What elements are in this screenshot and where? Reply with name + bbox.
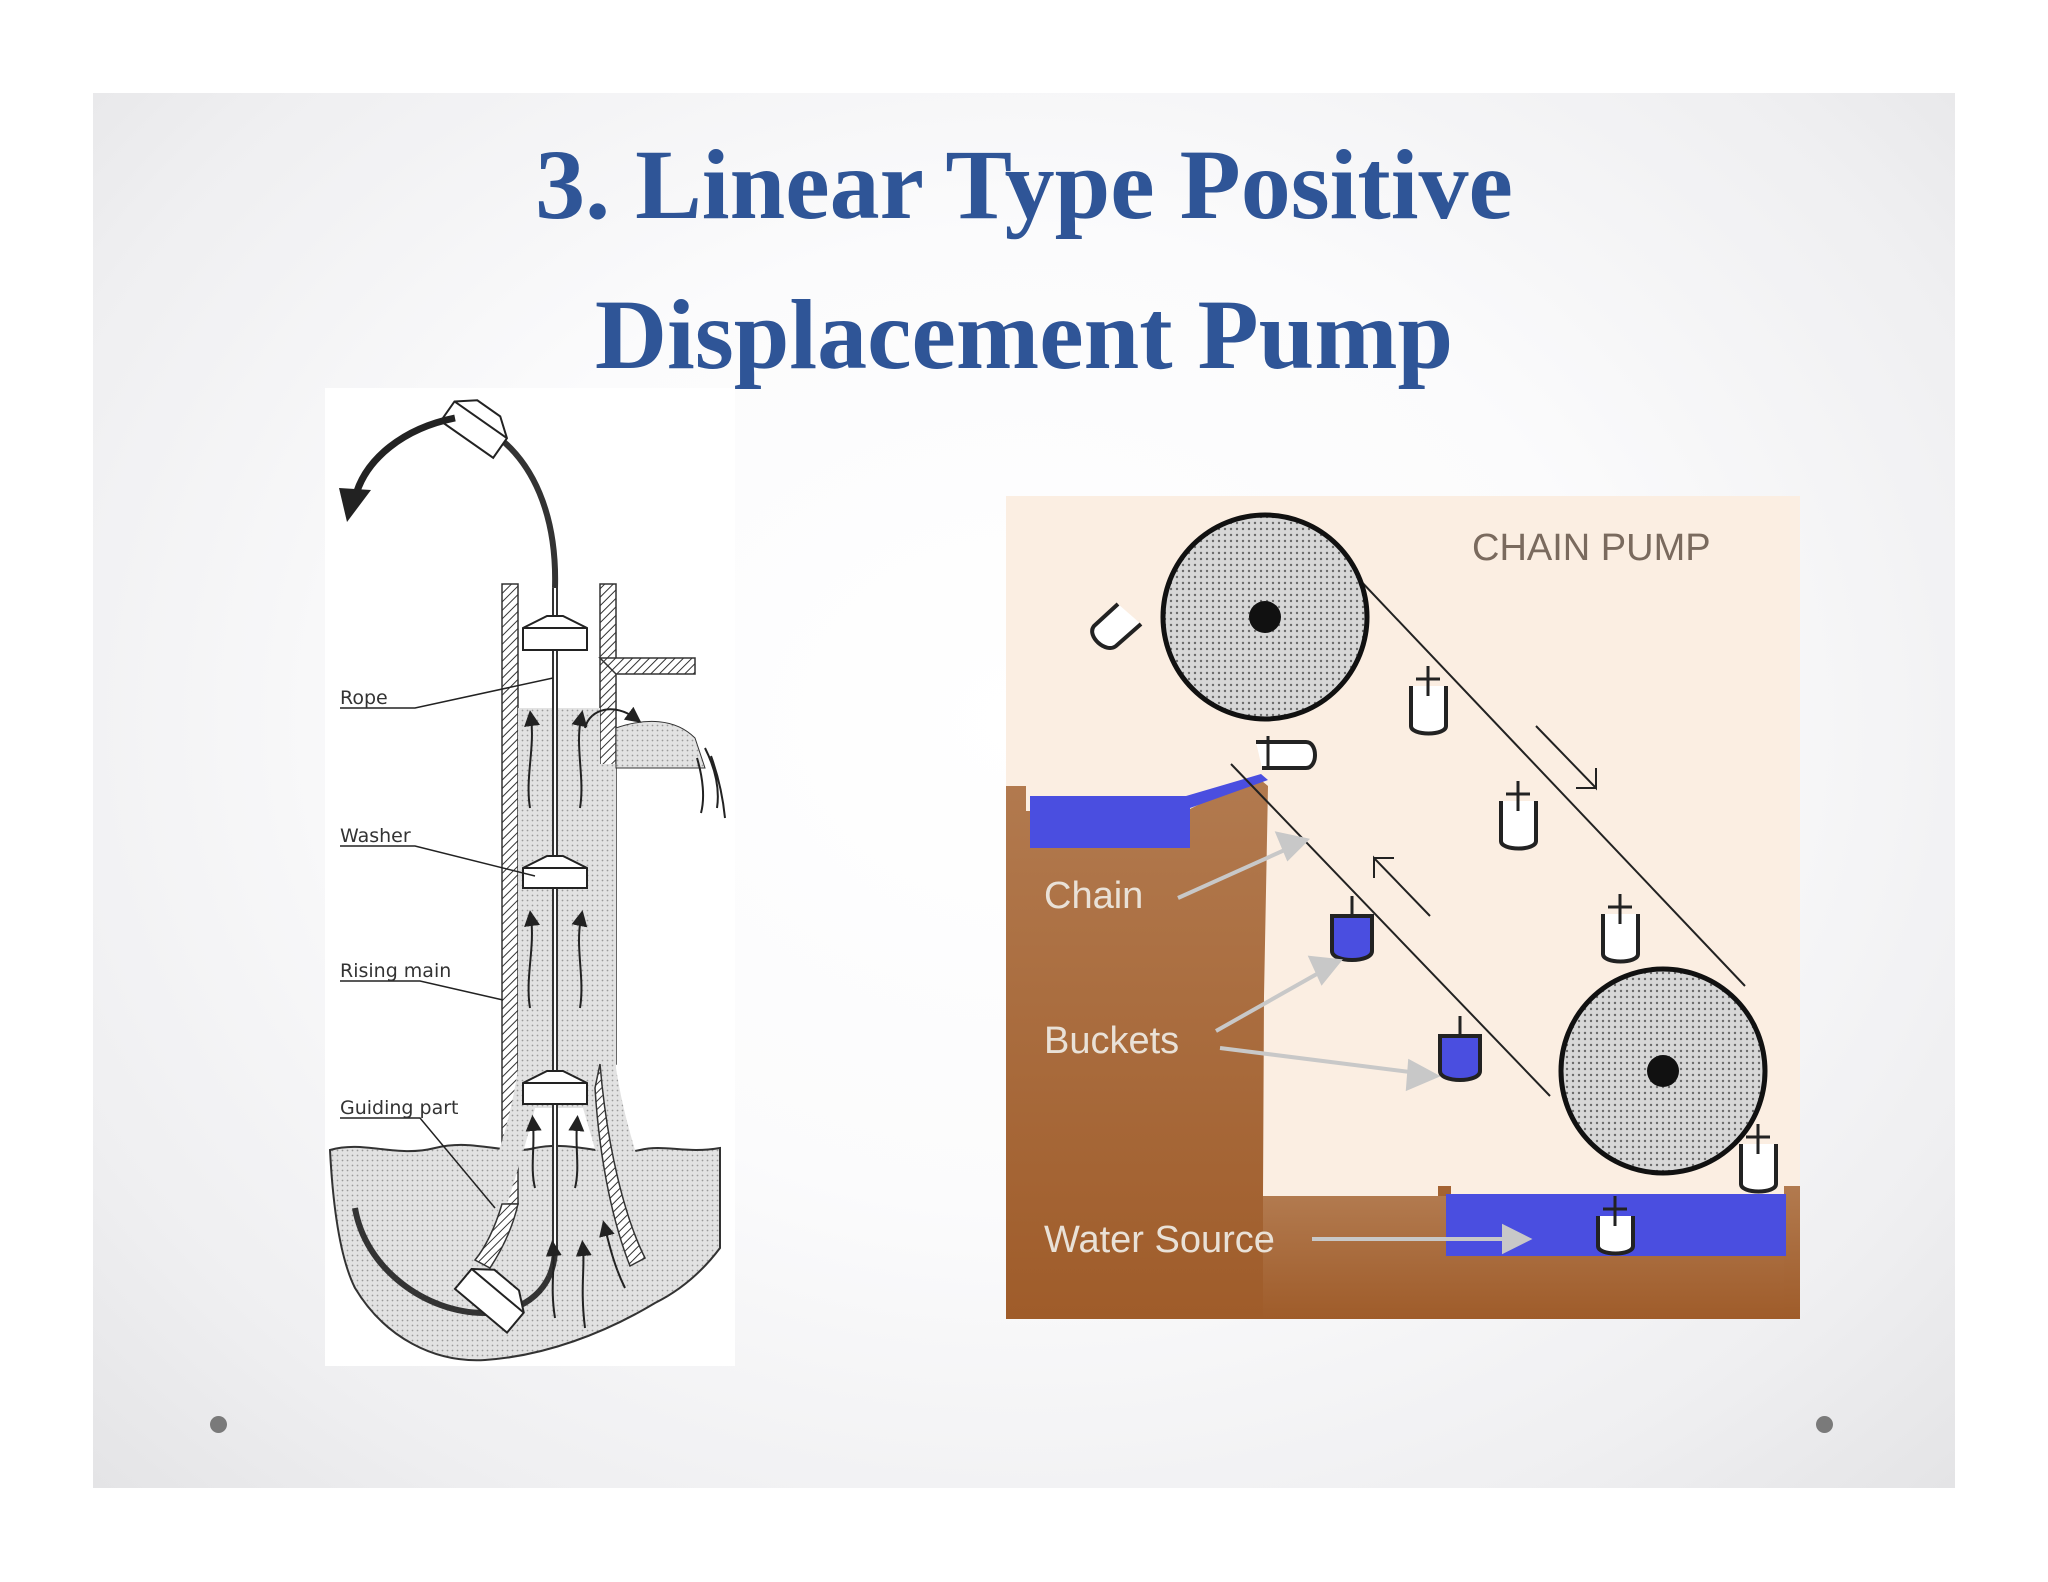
chain-pump-diagram: CHAIN PUMP Chain Buckets Water Source — [1006, 496, 1800, 1319]
slide-bullet-left — [210, 1416, 227, 1433]
label-rope: Rope — [340, 687, 388, 709]
outlet-water — [616, 721, 705, 768]
label-guiding-part: Guiding part — [340, 1097, 459, 1119]
slide-bullet-right — [1816, 1416, 1833, 1433]
earth-right-edge — [1784, 1186, 1800, 1319]
slide-title: 3. Linear Type Positive Displacement Pum… — [0, 110, 2048, 410]
outlet-spout-wall — [600, 658, 695, 674]
label-buckets: Buckets — [1044, 1020, 1179, 1062]
well-water — [330, 1145, 720, 1360]
title-line-2: Displacement Pump — [0, 260, 2048, 410]
washer-1 — [523, 616, 587, 650]
label-chain: Chain — [1044, 875, 1143, 917]
rotation-arrow-icon — [355, 418, 455, 498]
label-washer: Washer — [340, 825, 411, 847]
title-line-1: 3. Linear Type Positive — [0, 110, 2048, 260]
rope-pump-diagram: Rope Washer Rising main Guiding part — [325, 388, 735, 1366]
chain-pump-title: CHAIN PUMP — [1472, 527, 1711, 569]
label-water-source: Water Source — [1044, 1219, 1275, 1261]
washer-top — [441, 390, 515, 458]
upper-water — [1030, 796, 1190, 848]
label-rising-main: Rising main — [340, 960, 451, 982]
bucket-emptying — [1256, 742, 1315, 768]
